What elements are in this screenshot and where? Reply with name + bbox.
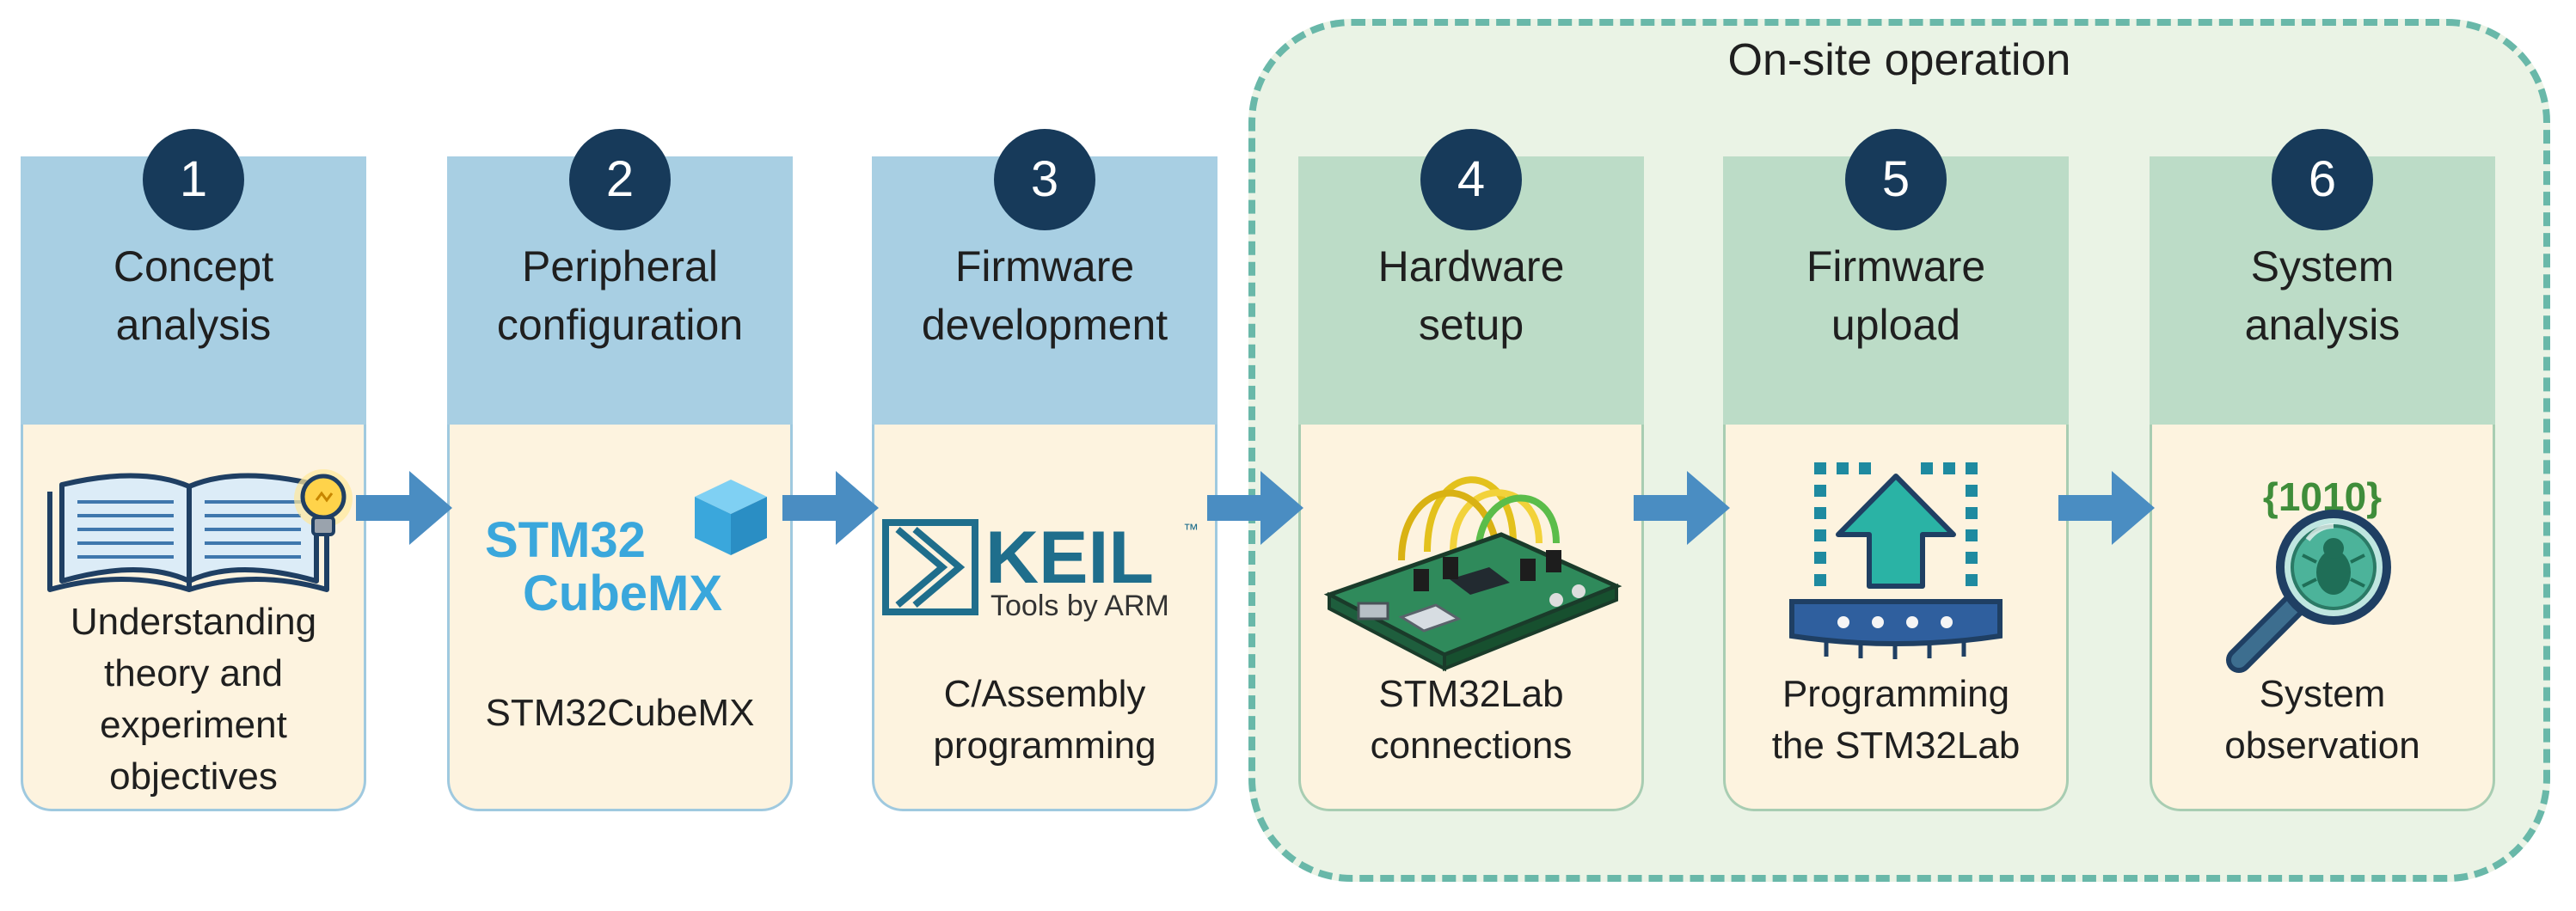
step-number-badge: 4	[1420, 129, 1522, 230]
logo-text-tools-by-arm: Tools by ARM	[991, 590, 1169, 622]
step-number-badge: 6	[2272, 129, 2373, 230]
circuit-board-icon	[1298, 449, 1644, 672]
step-title-line: Firmware	[1806, 242, 1986, 290]
flow-arrow-2-3	[782, 471, 879, 545]
step-title-line: setup	[1418, 301, 1524, 349]
step-title-line: analysis	[2244, 301, 2401, 349]
step-caption-line: experiment	[100, 704, 287, 746]
step-3-card: 3 Firmware development KEIL ™ Tools by A…	[872, 129, 1217, 811]
step-caption-line: STM32CubeMX	[485, 692, 755, 734]
step-title: System analysis	[2156, 237, 2488, 354]
step-number-badge: 3	[994, 129, 1095, 230]
logo-text-stm32: STM32	[485, 512, 646, 568]
step-title-line: Firmware	[954, 242, 1135, 290]
step-caption-line: C/Assembly	[943, 673, 1146, 715]
magnifier-bug-icon: {1010}	[2150, 466, 2495, 681]
step-title: Hardware setup	[1305, 237, 1637, 354]
step-title-line: upload	[1831, 301, 1961, 349]
group-title: On-site operation	[1727, 35, 2071, 85]
flow-arrow-4-5	[1634, 471, 1730, 545]
step-caption: C/Assembly programming	[879, 669, 1211, 772]
step-4-card: 4 Hardware setup STM32Lab connections	[1298, 129, 1644, 811]
step-caption-line: observation	[2224, 725, 2420, 767]
step-caption-line: STM32Lab	[1378, 673, 1564, 715]
step-2-card: 2 Peripheral configuration STM32 CubeMX …	[447, 129, 793, 811]
flow-arrow-3-4	[1207, 471, 1303, 545]
upload-chip-icon	[1723, 457, 2069, 663]
step-caption: System observation	[2156, 669, 2488, 772]
step-caption-line: System	[2259, 673, 2386, 715]
step-title: Firmware development	[879, 237, 1211, 354]
keil-logo: KEIL ™ Tools by ARM	[872, 509, 1217, 629]
step-1-card: 1 Concept analysis	[21, 129, 366, 811]
step-title-line: configuration	[496, 301, 744, 349]
step-caption: STM32Lab connections	[1305, 669, 1637, 772]
step-title-line: development	[921, 301, 1168, 349]
step-title: Peripheral configuration	[454, 237, 786, 354]
step-caption: Understanding theory and experiment obje…	[28, 596, 359, 803]
step-caption-line: theory and	[104, 652, 283, 694]
step-caption-line: objectives	[109, 755, 278, 798]
step-title-line: Peripheral	[522, 242, 718, 290]
flow-arrow-5-6	[2058, 471, 2155, 545]
step-caption-line: Understanding	[70, 601, 317, 643]
step-caption-line: Programming	[1782, 673, 2010, 715]
step-title-line: Hardware	[1377, 242, 1565, 290]
stm32cubemx-logo: STM32 CubeMX	[447, 474, 793, 629]
step-caption: STM32CubeMX	[454, 688, 786, 739]
book-lightbulb-icon	[21, 459, 366, 596]
step-number-badge: 2	[569, 129, 671, 230]
step-caption-line: connections	[1370, 725, 1573, 767]
step-caption-line: programming	[933, 725, 1156, 767]
step-title-line: analysis	[115, 301, 272, 349]
step-title: Firmware upload	[1730, 237, 2062, 354]
step-title-line: System	[2250, 242, 2395, 290]
step-caption: Programming the STM32Lab	[1730, 669, 2062, 772]
step-number-badge: 1	[143, 129, 244, 230]
step-caption-line: the STM32Lab	[1771, 725, 2021, 767]
logo-text-cubemx: CubeMX	[523, 566, 722, 621]
logo-text-keil: KEIL	[985, 517, 1154, 599]
step-6-card: 6 System analysis {1010} System observat…	[2150, 129, 2495, 811]
logo-trademark: ™	[1183, 521, 1199, 538]
step-body	[872, 425, 1217, 811]
step-title: Concept analysis	[28, 237, 359, 354]
step-number-badge: 5	[1845, 129, 1947, 230]
step-5-card: 5 Firmware upload	[1723, 129, 2069, 811]
step-title-line: Concept	[113, 242, 274, 290]
flow-arrow-1-2	[356, 471, 452, 545]
